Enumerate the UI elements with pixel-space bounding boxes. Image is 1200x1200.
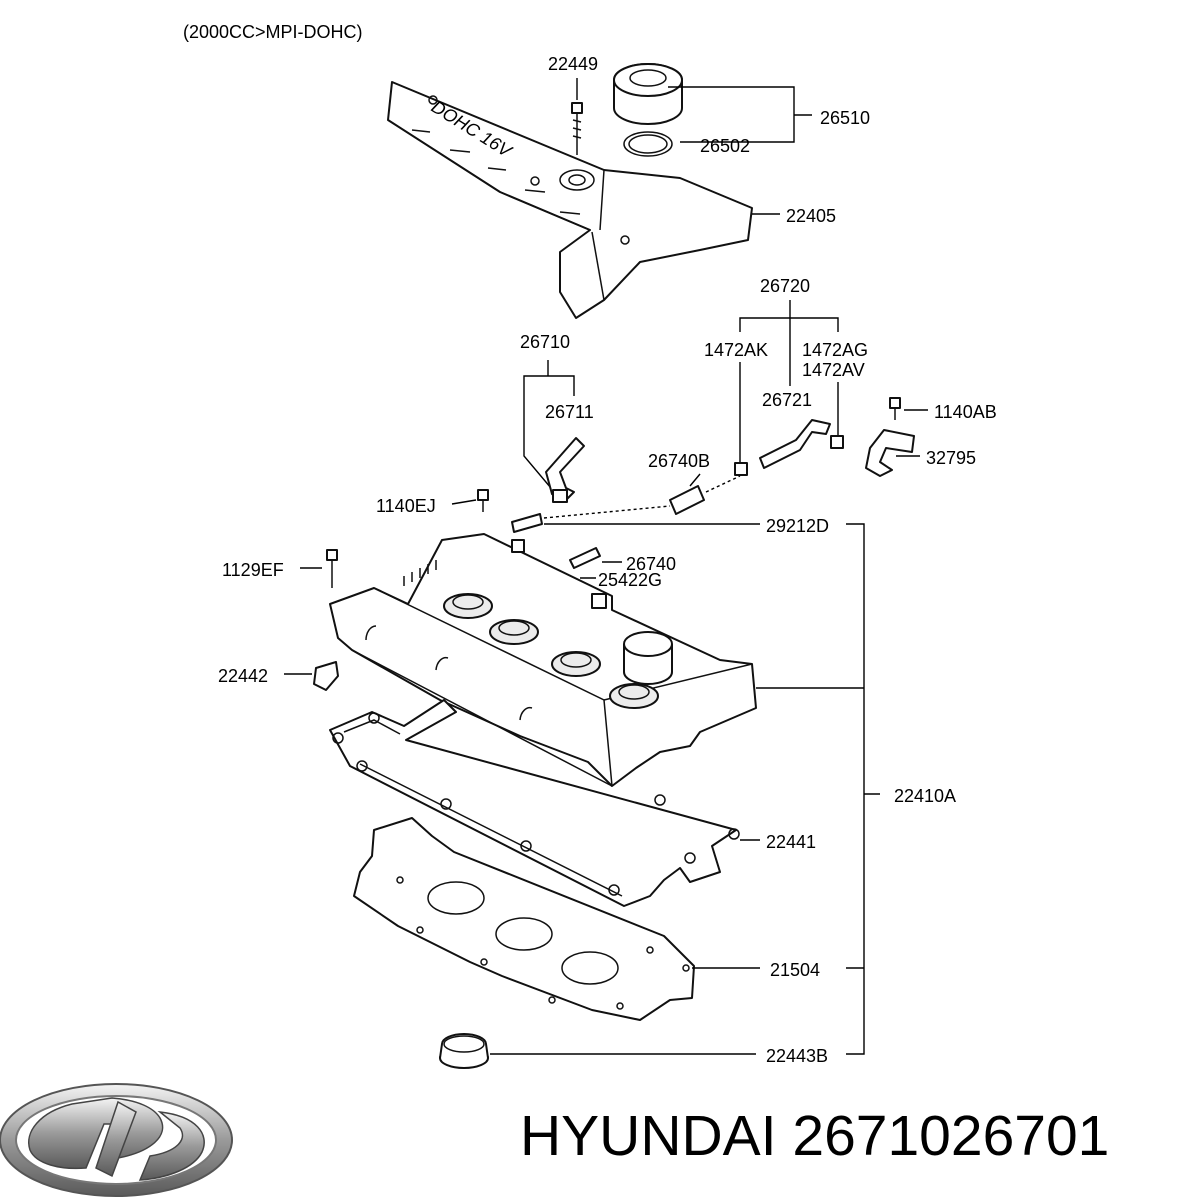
bolt-22449-part	[571, 102, 583, 155]
gasket-22441-part	[329, 699, 740, 907]
brand-caption: HYUNDAI 2671026701	[520, 1104, 1110, 1168]
label-1140EJ: 1140EJ	[376, 496, 436, 516]
label-26510: 26510	[820, 108, 870, 128]
label-26720: 26720	[760, 276, 810, 296]
label-26721: 26721	[762, 390, 812, 410]
label-22449: 22449	[548, 54, 598, 74]
label-22442: 22442	[218, 666, 268, 686]
label-25422G: 25422G	[598, 570, 662, 590]
bolt-1140EJ-part	[477, 489, 489, 512]
hyundai-logo	[0, 1083, 233, 1197]
seal-22442-part	[313, 661, 339, 691]
oil-filler-cap-part	[613, 63, 683, 157]
label-22441: 22441	[766, 832, 816, 852]
hose-26721-part	[734, 419, 844, 476]
hose-26740B-part	[669, 485, 705, 515]
label-29212D: 29212D	[766, 516, 829, 536]
label-1472AK: 1472AK	[704, 340, 768, 360]
label-1140AB: 1140AB	[934, 402, 997, 422]
engine-cover-part: DOHC 16V	[387, 81, 753, 319]
nipple-26740-part	[569, 547, 601, 569]
label-26710: 26710	[520, 332, 570, 352]
label-32795: 32795	[926, 448, 976, 468]
rocker-cover-part	[329, 533, 757, 787]
label-26740: 26740	[626, 554, 676, 574]
bolt-1129EF-part	[326, 549, 338, 588]
label-26711: 26711	[545, 402, 594, 422]
seal-22443B-part	[439, 1033, 489, 1069]
label-22410A: 22410A	[894, 786, 956, 806]
label-1129EF: 1129EF	[222, 560, 284, 580]
label-21504: 21504	[770, 960, 820, 980]
label-26502: 26502	[700, 136, 750, 156]
label-1472AV: 1472AV	[802, 360, 865, 380]
clip-32795-part	[865, 429, 915, 477]
hose-26711-part	[545, 437, 585, 503]
label-26740B: 26740B	[648, 451, 710, 471]
bolt-1140AB-part	[889, 397, 901, 420]
label-22443B: 22443B	[766, 1046, 828, 1066]
engine-note: (2000CC>MPI-DOHC)	[183, 22, 363, 42]
label-22405: 22405	[786, 206, 836, 226]
label-1472AG: 1472AG	[802, 340, 868, 360]
pcv-valve-29212D-part	[511, 513, 543, 533]
gasket-21504-part	[353, 817, 695, 1021]
